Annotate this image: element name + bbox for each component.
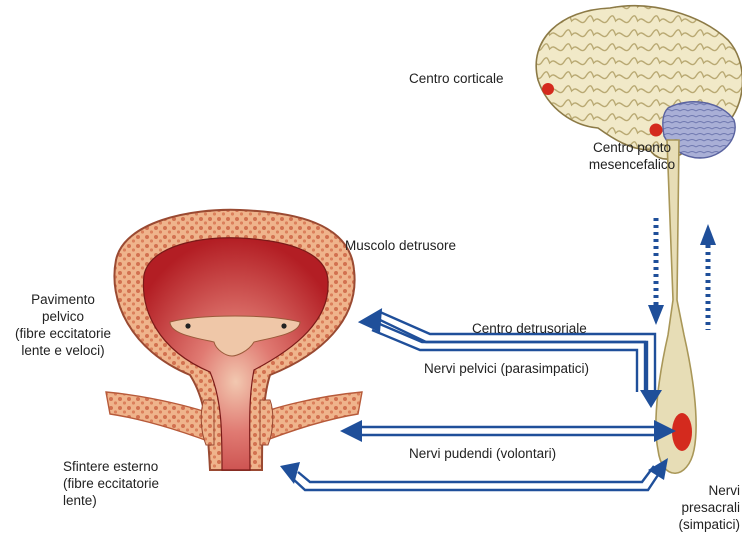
- label-presacral-line2: presacrali: [660, 499, 740, 516]
- cortical-center-dot: [542, 83, 554, 95]
- label-pelvic-floor-line4: lente e veloci): [0, 342, 126, 359]
- label-pelvic-floor-line2: pelvico: [0, 308, 126, 325]
- label-presacral-line1: Nervi: [660, 482, 740, 499]
- presacral-left-arrowhead: [280, 462, 300, 484]
- bladder: [114, 210, 354, 470]
- pudendal-left-arrowhead: [340, 420, 362, 442]
- label-pontine-center: Centro ponto mesencefalico: [584, 139, 680, 173]
- label-sphincter-line1: Sfintere esterno: [63, 458, 159, 475]
- label-sphincter-line2: (fibre eccitatorie: [63, 475, 159, 492]
- label-cortical-center: Centro corticale: [409, 70, 504, 87]
- label-presacral-line3: (simpatici): [660, 516, 740, 533]
- label-detrusor-muscle: Muscolo detrusore: [345, 237, 456, 254]
- label-detrusor-center: Centro detrusoriale: [472, 320, 587, 337]
- ascending-dotted-arrow: [700, 224, 716, 330]
- label-pelvic-floor-line1: Pavimento: [0, 291, 126, 308]
- label-pudendal-nerves: Nervi pudendi (volontari): [409, 445, 556, 462]
- label-presacral-nerves: Nervi presacrali (simpatici): [660, 482, 740, 533]
- label-pelvic-floor-line3: (fibre eccitatorie: [0, 325, 126, 342]
- label-pelvic-nerves: Nervi pelvici (parasimpatici): [424, 360, 589, 377]
- label-sphincter-line3: lente): [63, 492, 159, 509]
- label-pontine-line2: mesencefalico: [584, 156, 680, 173]
- sacral-center: [672, 413, 692, 451]
- label-pelvic-floor: Pavimento pelvico (fibre eccitatorie len…: [0, 291, 126, 359]
- pontine-center-dot: [650, 124, 663, 137]
- brain: [536, 6, 742, 159]
- label-pontine-line1: Centro ponto: [584, 139, 680, 156]
- descending-dotted-arrow: [648, 218, 664, 325]
- presacral-arrow-inner: [298, 466, 654, 482]
- label-external-sphincter: Sfintere esterno (fibre eccitatorie lent…: [63, 458, 159, 509]
